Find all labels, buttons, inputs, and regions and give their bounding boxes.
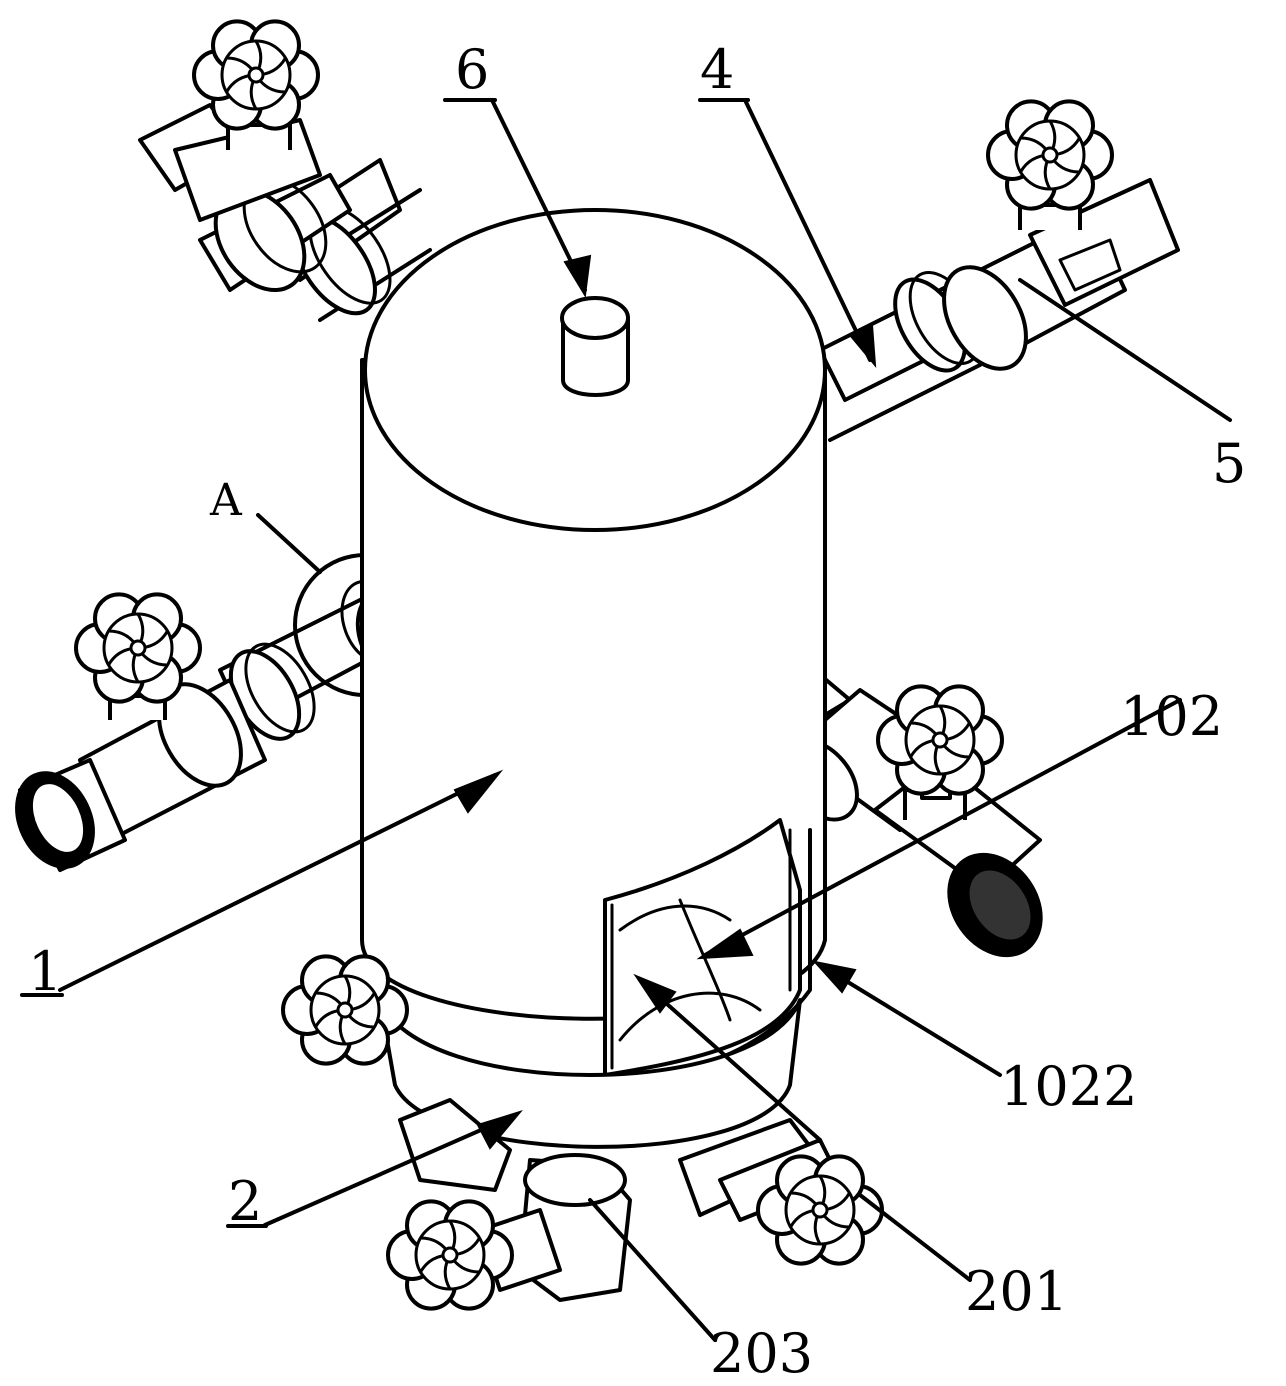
label-4: 4 — [700, 38, 734, 101]
leader-lines — [58, 98, 1232, 1342]
handwheel-5 — [386, 1199, 514, 1311]
label-201: 201 — [965, 1260, 1068, 1323]
top-left-pipe — [138, 93, 432, 322]
label-5: 5 — [1212, 432, 1246, 495]
label-6: 6 — [455, 38, 489, 101]
handwheel-6 — [756, 1154, 884, 1266]
left-inlet-pipe — [15, 553, 437, 872]
main-vessel — [360, 208, 827, 1082]
handwheel-7 — [281, 954, 409, 1066]
label-A: A — [209, 475, 243, 526]
handwheel-4 — [876, 684, 1004, 796]
label-203: 203 — [710, 1322, 813, 1385]
part-labels: 6 4 5 A 102 1 1022 2 201 203 — [20, 38, 1246, 1385]
handwheel-2 — [986, 99, 1114, 211]
top-right-pipe — [818, 173, 1180, 442]
label-2: 2 — [228, 1170, 262, 1233]
label-102: 102 — [1120, 685, 1223, 748]
handwheel-3 — [74, 592, 202, 704]
handwheel-1 — [192, 19, 320, 131]
label-1: 1 — [28, 940, 62, 1003]
label-1022: 1022 — [1000, 1055, 1137, 1118]
valve-handwheels — [74, 19, 1114, 1311]
